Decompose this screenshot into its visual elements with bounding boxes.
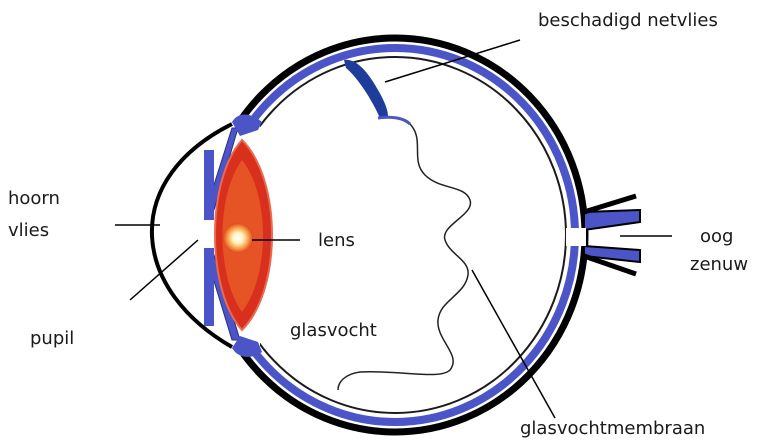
- iris-upper-block: [204, 150, 214, 220]
- label-pupil: pupil: [30, 328, 74, 350]
- iris-lower-block: [204, 248, 214, 326]
- optic-nerve-upper: [584, 210, 640, 230]
- label-cornea-line1: hoorn: [8, 188, 60, 210]
- retina-flap: [378, 117, 410, 124]
- lens-center: [223, 223, 253, 253]
- label-optic-nerve-line2: zenuw: [690, 254, 748, 276]
- label-lens: lens: [318, 230, 355, 252]
- damaged-retina-patch: [344, 60, 388, 118]
- label-vitreous-membrane: glasvochtmembraan: [520, 418, 705, 440]
- vitreous-membrane-line: [338, 124, 470, 390]
- retina-inner-line: [224, 57, 566, 413]
- label-optic-nerve-line1: oog: [700, 226, 733, 248]
- label-cornea-line2: vlies: [8, 220, 49, 242]
- label-vitreous-humor: glasvocht: [290, 320, 377, 342]
- label-damaged-retina: beschadigd netvlies: [538, 10, 718, 32]
